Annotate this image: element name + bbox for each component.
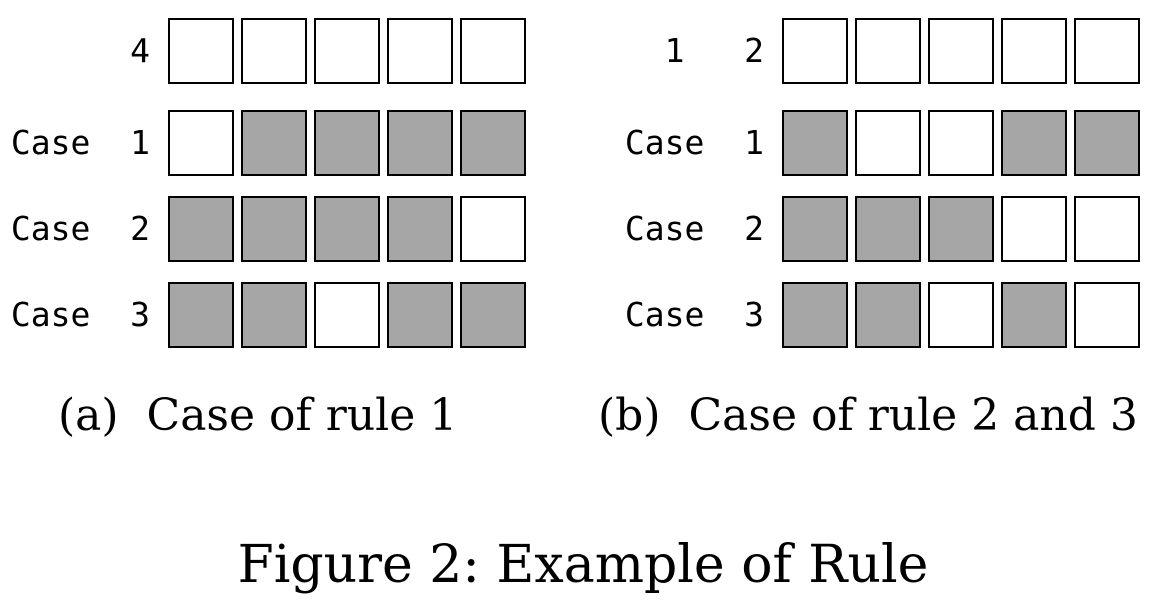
filled-cell [314,110,380,176]
empty-cell [1001,18,1067,84]
grid-row: 1 2 [600,18,1166,84]
empty-cell [241,18,307,84]
filled-cell [387,196,453,262]
row-label: 1 2 [664,31,764,70]
grid-row: Case 2 [0,196,540,262]
empty-cell [855,110,921,176]
filled-cell [241,196,307,262]
empty-cell [387,18,453,84]
empty-cell [1074,282,1140,348]
filled-cell [460,110,526,176]
filled-cell [1001,110,1067,176]
panel-a-caption: (a) Case of rule 1 [58,390,458,441]
row-label: 4 [130,31,150,70]
empty-cell [460,196,526,262]
filled-cell [387,282,453,348]
empty-cell [460,18,526,84]
row-label: Case 3 [624,295,764,334]
figure-caption: Figure 2: Example of Rule [237,535,929,595]
row-label: Case 1 [10,123,150,162]
empty-cell [782,18,848,84]
grid-row: Case 2 [600,196,1166,262]
empty-cell [314,18,380,84]
grid-row: Case 1 [600,110,1166,176]
filled-cell [855,196,921,262]
grid-row: Case 1 [0,110,540,176]
filled-cell [241,110,307,176]
filled-cell [782,282,848,348]
filled-cell [1001,282,1067,348]
filled-cell [928,196,994,262]
panel-b: 1 2 Case 1 Case 2 Case 3 [600,18,1166,358]
empty-cell [1074,196,1140,262]
filled-cell [782,196,848,262]
filled-cell [855,282,921,348]
row-label: Case 2 [624,209,764,248]
empty-cell [168,110,234,176]
empty-cell [928,110,994,176]
row-label: Case 3 [10,295,150,334]
filled-cell [1074,110,1140,176]
filled-cell [387,110,453,176]
empty-cell [928,18,994,84]
filled-cell [460,282,526,348]
filled-cell [782,110,848,176]
row-label: Case 1 [624,123,764,162]
empty-cell [855,18,921,84]
grid-row: Case 3 [0,282,540,348]
filled-cell [314,196,380,262]
row-label: Case 2 [10,209,150,248]
filled-cell [168,282,234,348]
empty-cell [928,282,994,348]
empty-cell [314,282,380,348]
filled-cell [168,196,234,262]
empty-cell [1001,196,1067,262]
grid-row: Case 3 [600,282,1166,348]
empty-cell [1074,18,1140,84]
empty-cell [168,18,234,84]
grid-row: 4 [0,18,540,84]
panel-b-caption: (b) Case of rule 2 and 3 [598,390,1138,441]
filled-cell [241,282,307,348]
